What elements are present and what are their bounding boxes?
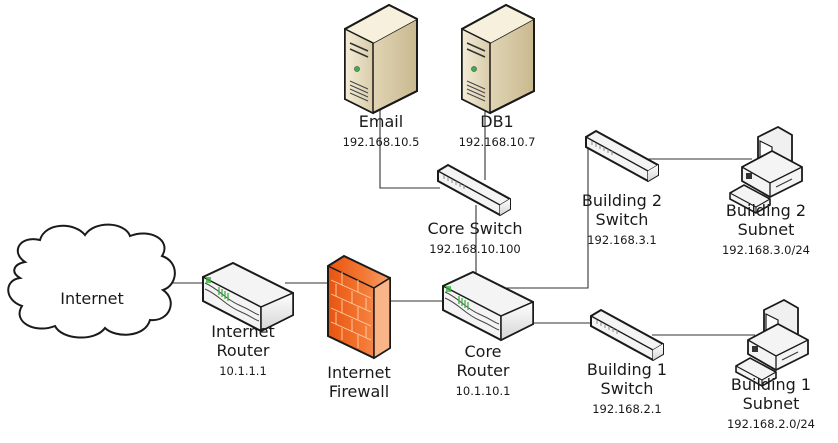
workstation-icon[interactable] [735,299,809,387]
node-name-line2: Subnet [742,393,800,413]
node-ip: 192.168.3.1 [587,232,657,247]
node-ip: 192.168.2.0/24 [726,416,816,431]
cloud-icon[interactable] [7,223,176,339]
b1-switch-label: Building 1 Switch 192.168.2.1 [586,360,668,416]
node-name-line1: Internet [327,363,391,382]
firewall-label: Internet Firewall [327,363,391,402]
node-ip: 192.168.10.5 [342,134,420,149]
node-ip: 192.168.10.100 [429,241,521,256]
router-icon[interactable] [442,271,534,341]
internet-router-label: Internet Router 10.1.1.1 [211,322,275,378]
core-router-label: Core Router 10.1.10.1 [455,342,511,398]
node-ip: 10.1.10.1 [455,383,511,398]
node-name-line1: Building 1 [586,360,668,379]
node-ip: 192.168.10.7 [458,134,536,149]
node-name-line2: Router [216,340,270,360]
db1-label: DB1 192.168.10.7 [458,112,536,149]
node-name-line1: Building 2 [581,191,663,210]
switch-icon[interactable] [585,130,659,182]
router-icon[interactable] [202,262,294,332]
links [172,103,755,336]
node-name: Email [358,112,404,131]
node-name-line2: Switch [600,378,654,398]
b2-subnet-label: Building 2 Subnet 192.168.3.0/24 [721,201,811,257]
node-name-line2: Switch [595,209,649,229]
node-name-line2: Subnet [737,219,795,239]
link-corerouter-b2switch [505,140,589,289]
link-coreswitch-email [379,103,440,189]
node-name: Core Switch [427,219,523,238]
node-ip: 10.1.1.1 [219,363,267,378]
node-name-line1: Building 2 [725,201,807,220]
node-name-line2: Firewall [328,381,390,401]
firewall-icon[interactable] [327,254,391,360]
core-switch-label: Core Switch 192.168.10.100 [427,219,523,256]
internet-label: Internet [60,289,124,309]
node-name-line2: Router [456,360,510,380]
email-label: Email 192.168.10.5 [342,112,420,149]
node-name: DB1 [480,112,514,131]
node-ip: 192.168.3.0/24 [721,242,811,257]
switch-icon[interactable] [437,164,511,216]
server-icon[interactable] [344,4,418,114]
b2-switch-label: Building 2 Switch 192.168.3.1 [581,191,663,247]
node-ip: 192.168.2.1 [592,401,662,416]
node-name-line1: Internet [211,322,275,341]
node-name-line1: Building 1 [730,375,812,394]
node-name: Internet [60,289,124,308]
server-icon[interactable] [461,4,535,114]
node-name-line1: Core [464,342,502,361]
b1-subnet-label: Building 1 Subnet 192.168.2.0/24 [726,375,816,431]
